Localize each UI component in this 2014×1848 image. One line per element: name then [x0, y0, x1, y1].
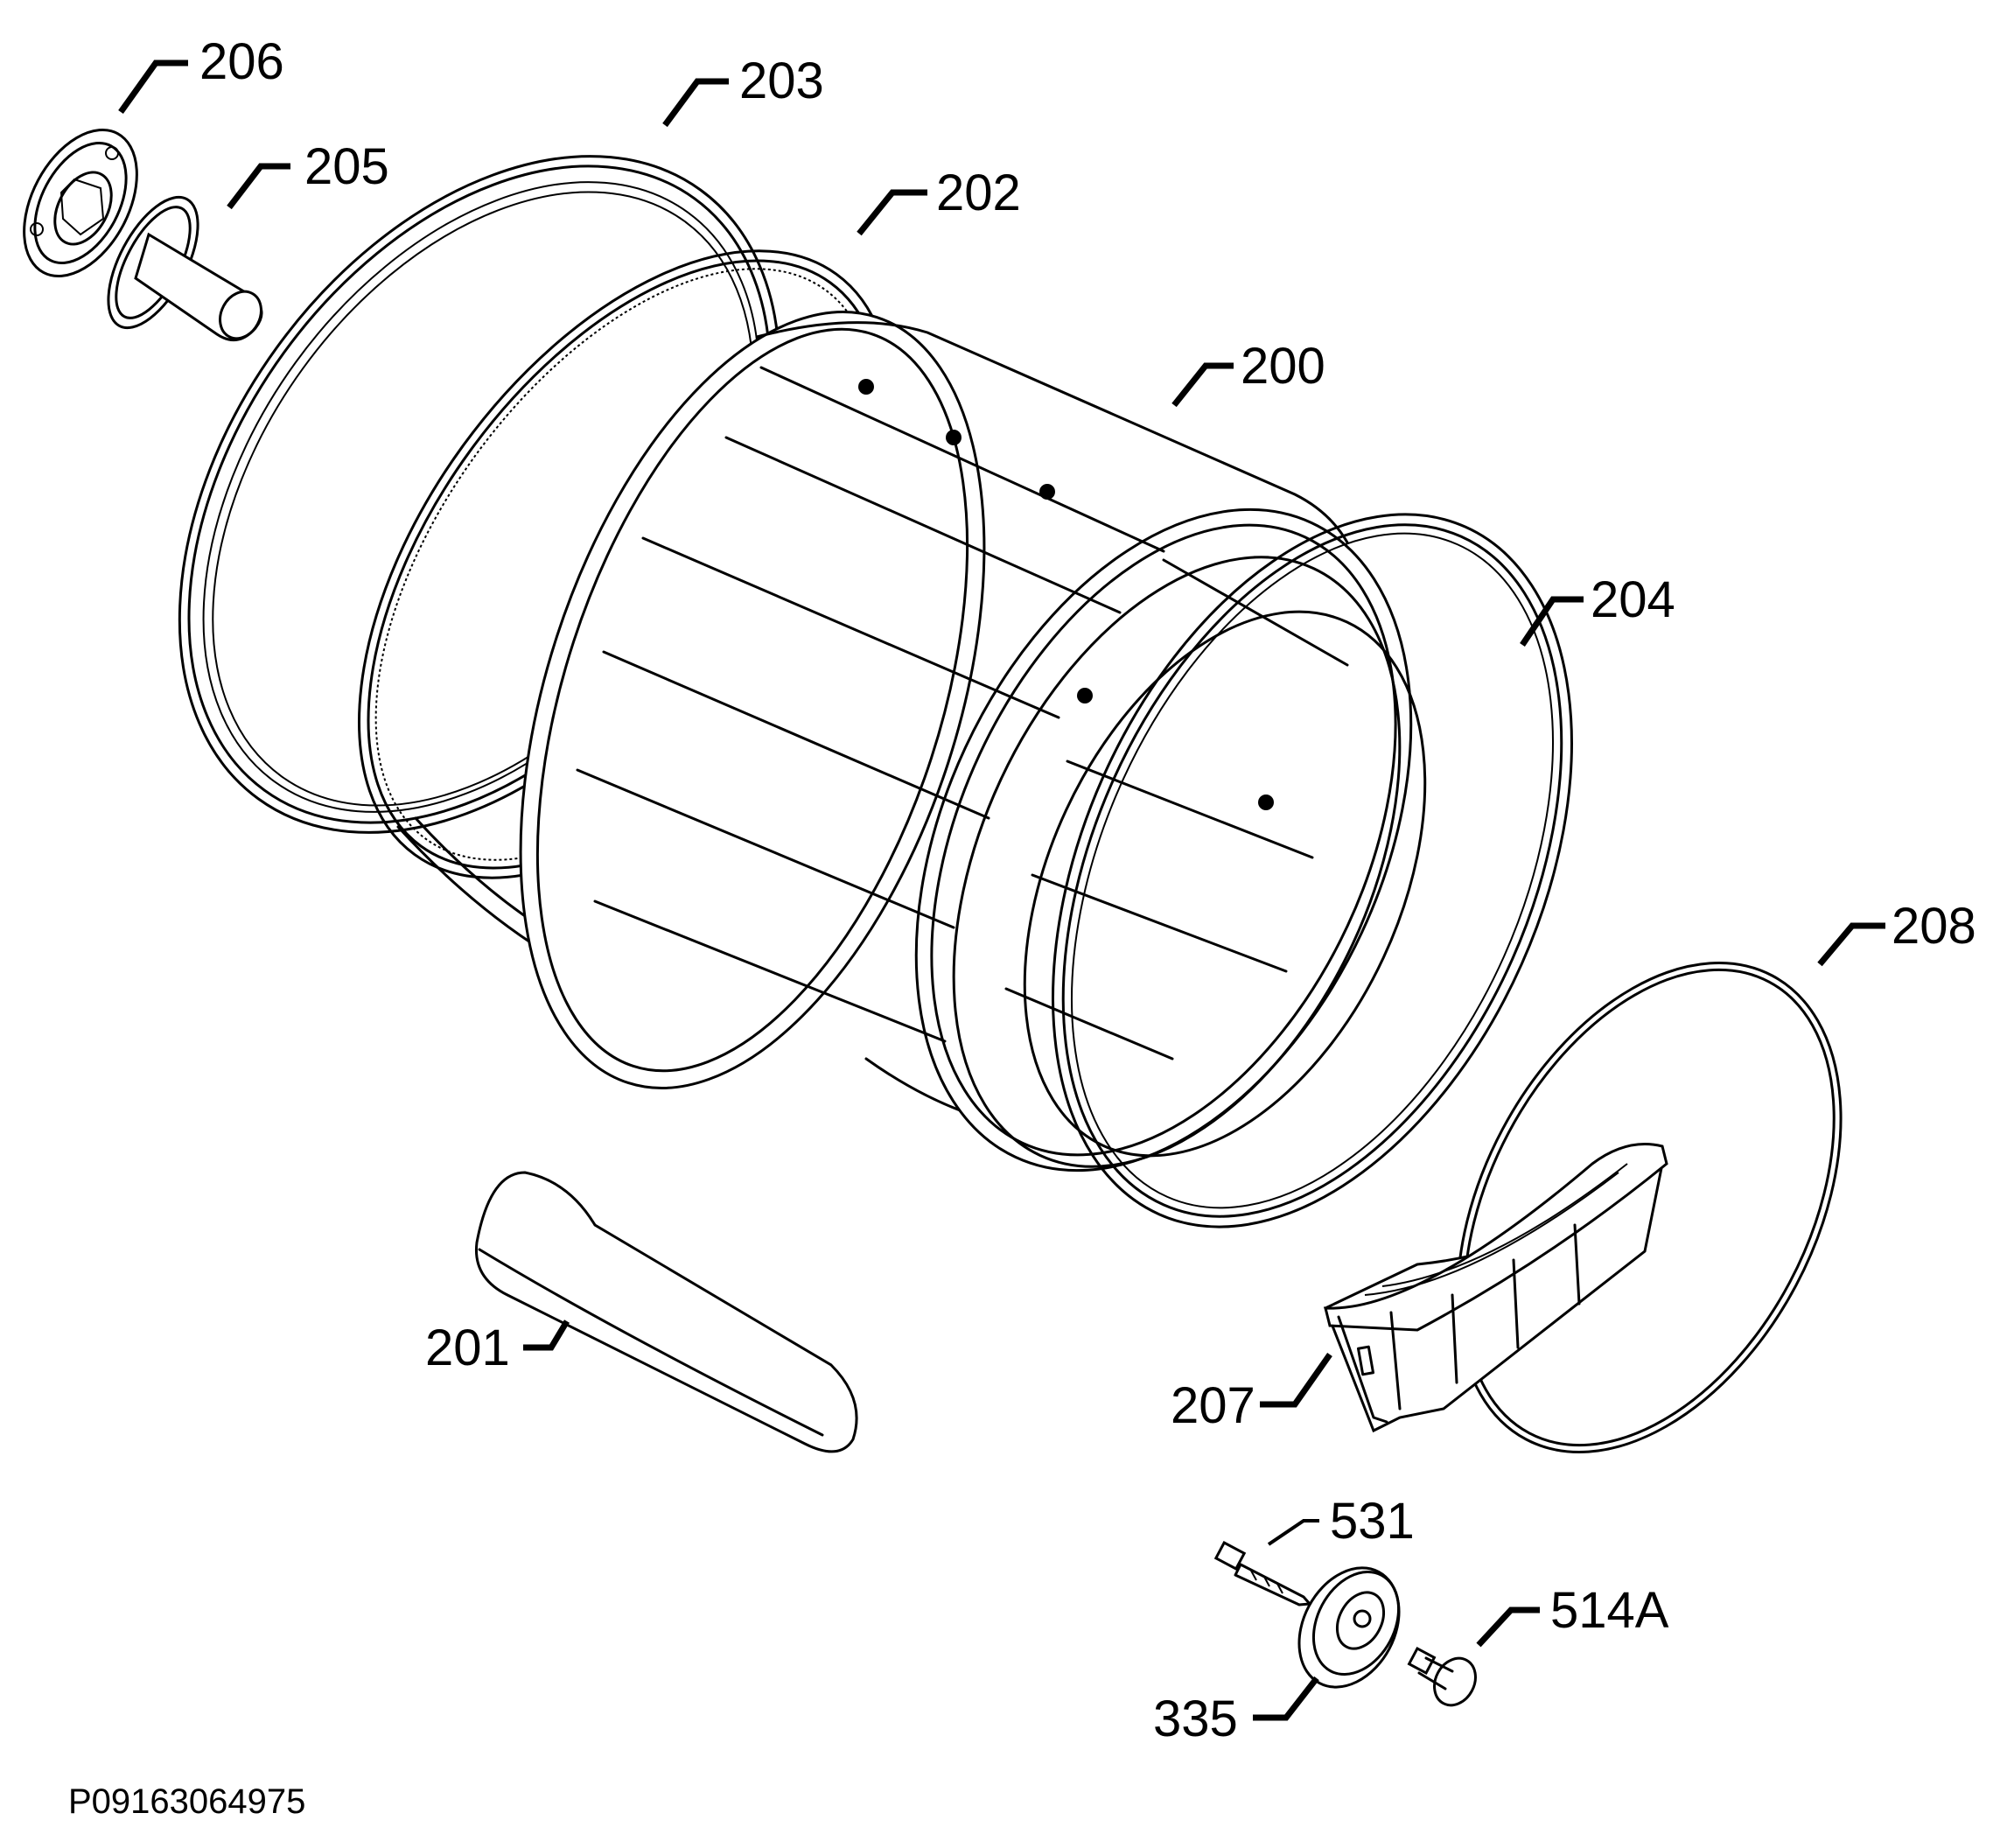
part-207-lint-filter [1324, 1143, 1668, 1433]
part-208-belt [1456, 962, 1843, 1453]
leader-202 [857, 189, 927, 236]
callout-531: 531 [1330, 1493, 1415, 1550]
leader-208 [1817, 922, 1885, 967]
callout-203: 203 [739, 52, 824, 109]
document-id: P09163064975 [68, 1782, 305, 1821]
part-201-drum-lifter [474, 1171, 858, 1453]
part-206-bearing-flange [23, 128, 138, 278]
part-335-roller-wheel [1297, 1566, 1401, 1689]
callout-labels: 206 205 203 202 200 204 208 201 207 531 … [199, 33, 1976, 1747]
callout-514a: 514A [1550, 1582, 1669, 1639]
callout-204: 204 [1591, 571, 1675, 628]
leader-514a [1476, 1606, 1540, 1648]
callout-200: 200 [1241, 338, 1325, 395]
callout-207: 207 [1171, 1377, 1255, 1434]
leader-203 [662, 78, 729, 128]
leader-207 [1260, 1352, 1332, 1408]
part-531-screw [1213, 1541, 1311, 1606]
leader-201 [523, 1320, 570, 1351]
part-204-front-seal [1052, 513, 1573, 1228]
leader-200 [1171, 362, 1234, 408]
leader-531 [1267, 1519, 1319, 1546]
part-514a-axle-pin [1407, 1646, 1477, 1707]
leader-206 [118, 60, 188, 115]
leader-205 [227, 163, 290, 210]
callout-leaders [118, 60, 1885, 1721]
callout-202: 202 [936, 164, 1021, 221]
callout-208: 208 [1892, 898, 1976, 955]
leader-335 [1253, 1676, 1319, 1721]
part-200-drum [519, 311, 1427, 1172]
callout-206: 206 [199, 33, 284, 90]
callout-205: 205 [304, 138, 389, 195]
callout-335: 335 [1153, 1690, 1238, 1747]
part-205-shaft-spindle [107, 195, 263, 342]
callout-201: 201 [425, 1320, 510, 1376]
leader-204 [1520, 596, 1584, 647]
